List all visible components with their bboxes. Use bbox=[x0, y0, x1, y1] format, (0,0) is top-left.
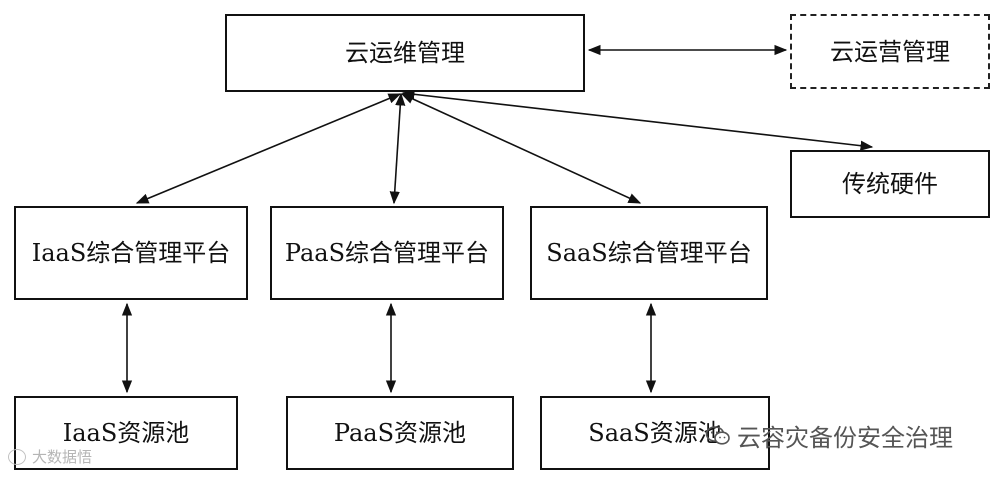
paas-resource-pool-box: PaaS资源池 bbox=[286, 396, 514, 470]
paas-platform-label: PaaS综合管理平台 bbox=[284, 239, 490, 267]
saas-platform-label: SaaS综合管理平台 bbox=[546, 239, 752, 267]
iaas-platform-box: IaaS综合管理平台 bbox=[14, 206, 248, 300]
watermark-right: 云容灾备份安全治理 bbox=[705, 418, 953, 453]
saas-resource-pool-label: SaaS资源池 bbox=[588, 419, 722, 447]
paas-platform-box: PaaS综合管理平台 bbox=[270, 206, 504, 300]
arrow-ops-iaas bbox=[135, 93, 402, 204]
legacy-hardware-box: 传统硬件 bbox=[790, 150, 990, 218]
iaas-resource-pool-box: IaaS资源池 bbox=[14, 396, 238, 470]
weibo-icon bbox=[8, 448, 26, 465]
paas-resource-pool-label: PaaS资源池 bbox=[333, 419, 467, 447]
legacy-hardware-label: 传统硬件 bbox=[842, 170, 938, 198]
iaas-platform-label: IaaS综合管理平台 bbox=[31, 239, 231, 267]
cloud-ops-management-box: 云运维管理 bbox=[225, 14, 585, 92]
watermark-left-text: 大数据悟 bbox=[32, 448, 93, 466]
saas-platform-box: SaaS综合管理平台 bbox=[530, 206, 768, 300]
saas-resource-pool-box: SaaS资源池 bbox=[540, 396, 770, 470]
watermark-right-text: 云容灾备份安全治理 bbox=[737, 424, 953, 452]
watermark-left: 大数据悟 bbox=[8, 446, 92, 467]
cloud-ops-management-label: 云运维管理 bbox=[345, 39, 465, 67]
arrow-ops-paas bbox=[389, 92, 406, 205]
cloud-operation-management-label: 云运营管理 bbox=[830, 37, 950, 66]
cloud-operation-management-box: 云运营管理 bbox=[790, 14, 990, 89]
wechat-icon bbox=[705, 425, 731, 447]
iaas-resource-pool-label: IaaS资源池 bbox=[62, 419, 190, 447]
arrow-ops-hw bbox=[401, 89, 874, 151]
arrow-ops-saas bbox=[400, 93, 642, 204]
